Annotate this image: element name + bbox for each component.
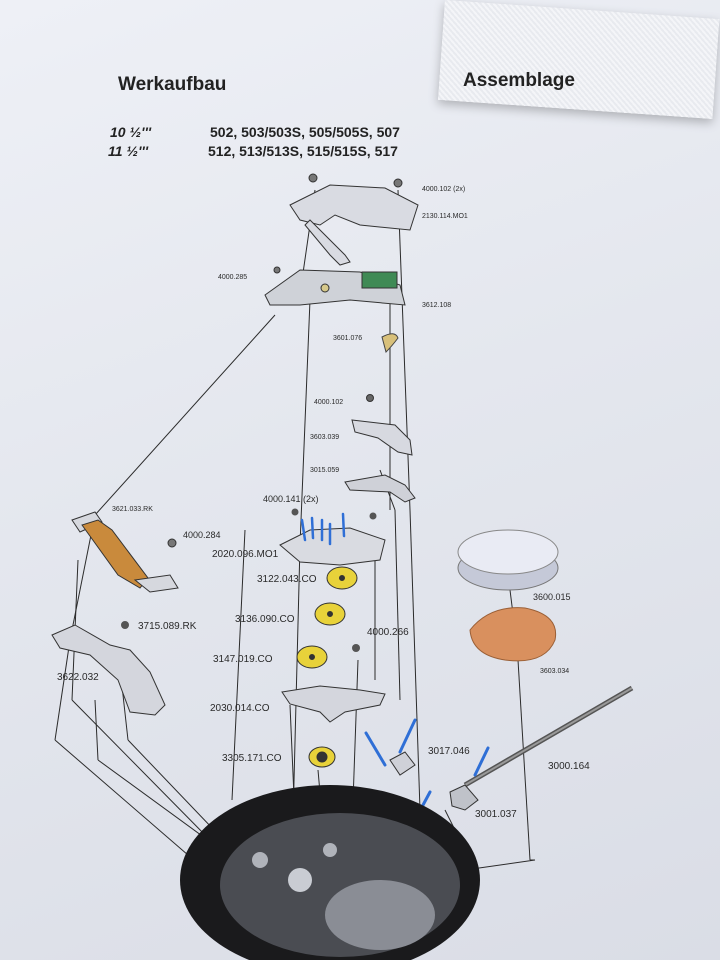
guide-line — [71, 699, 211, 841]
guide-line — [54, 639, 71, 741]
screw-4000-266 — [352, 644, 360, 652]
caliber-models: 502, 503/503S, 505/505S, 507 — [210, 124, 400, 140]
label-part: 2020.096.MO1 — [212, 549, 279, 560]
label-part: 3621.033.RK — [112, 506, 153, 513]
guide-line — [94, 699, 99, 761]
guide-line — [94, 314, 276, 516]
part-2020-096 — [279, 508, 386, 566]
bridge-2130 — [289, 173, 419, 266]
battery-3600-015 — [457, 529, 559, 591]
circuit-3612 — [264, 266, 406, 306]
caliber-size: 10 ½''' — [110, 124, 152, 140]
part-2030-014 — [281, 685, 386, 723]
label-part: 4000.284 — [183, 530, 221, 540]
label-part: 3015.059 — [310, 467, 340, 474]
part-3000-164 — [463, 685, 634, 788]
guide-line — [394, 509, 401, 701]
label-part: 4000.102 — [314, 399, 344, 406]
caliber-row: 10 ½''' 502, 503/503S, 505/505S, 507 — [110, 124, 400, 140]
part-3622-032 — [51, 624, 166, 716]
label-part: 3622.032 — [57, 672, 99, 683]
part-3015-059 — [344, 474, 416, 503]
label-part: 4000.102 (2x) — [422, 186, 466, 193]
label-part: 2030.014.CO — [210, 703, 270, 714]
caliber-size: 11 ½''' — [108, 143, 149, 159]
wheel-3122-043 — [326, 566, 358, 590]
guide-line — [397, 189, 411, 511]
label-part: 2130.114.MO1 — [422, 213, 468, 220]
label-part: 3147.019.CO — [213, 654, 273, 665]
label-part: 3603.034 — [540, 668, 570, 675]
label-part: 3122.043.CO — [257, 574, 317, 585]
label-part: 3000.164 — [548, 761, 590, 772]
guide-line — [517, 659, 531, 861]
part-3603-039 — [351, 394, 413, 456]
wheel-3136-090 — [314, 602, 346, 626]
part-3715-089 — [121, 621, 129, 629]
caliber-models: 512, 513/513S, 515/515S, 517 — [208, 143, 398, 159]
label-part: 4000.141 (2x) — [263, 494, 319, 504]
guide-line — [299, 299, 311, 546]
blue-pins — [300, 512, 346, 546]
label-part: 3305.171.CO — [222, 753, 282, 764]
part-3001-037 — [449, 784, 479, 811]
part-3621-033 — [71, 511, 179, 593]
label-part: 3600.015 — [533, 592, 571, 602]
label-part: 3017.046 — [428, 746, 470, 757]
movement-base — [180, 785, 480, 960]
title-werkaufbau: Werkaufbau — [118, 74, 227, 95]
part-3601-076 — [381, 333, 399, 353]
label-part: 4000.285 — [218, 274, 248, 281]
label-part: 3001.037 — [475, 809, 517, 820]
title-assemblage: Assemblage — [463, 70, 575, 91]
wheel-3147-019 — [296, 645, 328, 669]
label-part: 3136.090.CO — [235, 614, 295, 625]
guide-line — [231, 529, 246, 801]
label-part: 3612.108 — [422, 302, 452, 309]
guide-line — [409, 509, 421, 811]
label-part: 3603.039 — [310, 434, 340, 441]
caliber-row: 11 ½''' 512, 513/513S, 515/515S, 517 — [108, 143, 398, 159]
label-part: 4000.266 — [367, 627, 409, 638]
label-part: 3601.076 — [333, 335, 363, 342]
part-3305-171 — [308, 746, 336, 768]
part-3603-034 — [469, 607, 557, 662]
label-part: 3715.089.RK — [138, 621, 197, 632]
